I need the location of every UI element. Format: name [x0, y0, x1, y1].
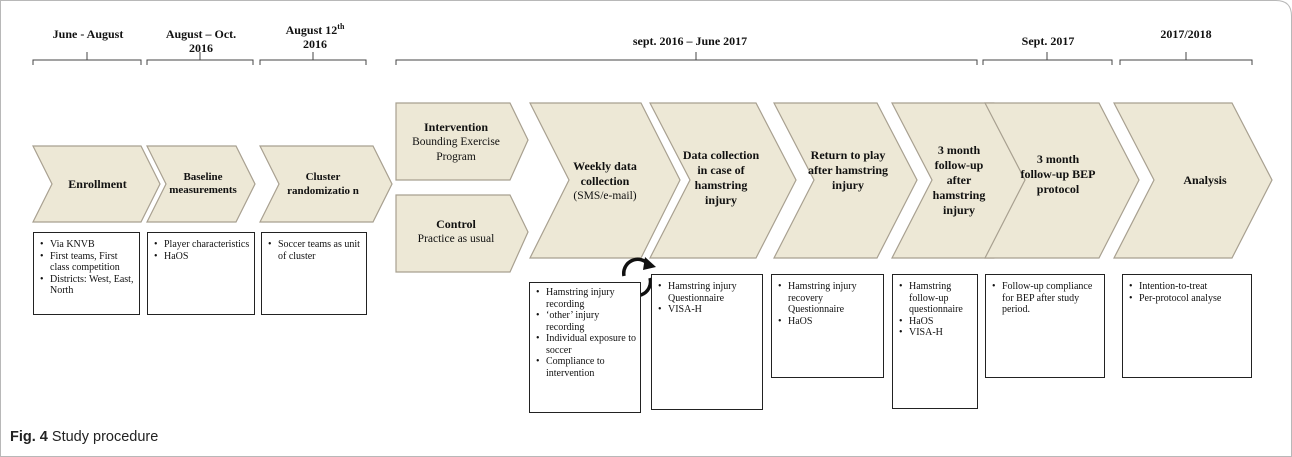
figure-caption: Fig. 4 Study procedure	[10, 429, 158, 445]
list-item: Districts: West, East, North	[40, 274, 135, 297]
list-item: Hamstring follow-up questionnaire	[899, 281, 973, 316]
list-item: VISA-H	[899, 327, 973, 339]
list-item: ‘other’ injury recording	[536, 310, 636, 333]
step-data-collection: Data collection in case of hamstring inj…	[682, 148, 760, 207]
step-analysis: Analysis	[1183, 172, 1227, 187]
caption-label: Fig. 4	[10, 429, 48, 445]
step-3month-bep: 3 month follow-up BEP protocol	[1020, 151, 1096, 196]
step-3month-injury: 3 month follow-up after hamstring injury	[932, 142, 986, 217]
box-data-collection: Hamstring injury Questionnaire VISA-H	[651, 274, 763, 410]
list-item: HaOS	[778, 316, 879, 328]
timeline-brace	[32, 52, 142, 65]
arrow-enrollment	[32, 145, 161, 223]
list-item: Hamstring injury Questionnaire	[658, 281, 758, 304]
timeline-brace	[146, 52, 254, 65]
step-weekly: Weekly data collection (SMS/e-mail)	[573, 158, 637, 202]
timeline-label-4: sept. 2016 – June 2017	[632, 34, 748, 48]
arrow-intervention	[395, 102, 529, 181]
arrow-data-collection	[649, 102, 797, 259]
list-item: Soccer teams as unit of cluster	[268, 239, 362, 262]
box-return: Hamstring injury recovery Questionnaire …	[771, 274, 884, 378]
list-item: HaOS	[154, 251, 250, 263]
list-item: Per-protocol analyse	[1129, 293, 1247, 305]
timeline-brace	[259, 52, 367, 65]
list-item: VISA-H	[658, 304, 758, 316]
step-cluster: Cluster randomizatio n	[287, 171, 359, 197]
list-item: Intention-to-treat	[1129, 281, 1247, 293]
timeline-label-1: June - August	[52, 27, 124, 41]
box-weekly: Hamstring injury recording ‘other’ injur…	[529, 282, 641, 413]
timeline-brace	[982, 52, 1113, 65]
list-item: Hamstring injury recovery Questionnaire	[778, 281, 879, 316]
list-item: HaOS	[899, 316, 973, 328]
arrow-control	[395, 194, 529, 273]
timeline-label-2: August – Oct.2016	[165, 27, 237, 55]
box-baseline: Player characteristics HaOS	[147, 232, 255, 315]
box-3month-injury: Hamstring follow-up questionnaire HaOS V…	[892, 274, 978, 409]
arrow-analysis	[1113, 102, 1273, 259]
arrow-cluster	[259, 145, 393, 223]
step-control: Control Practice as usual	[417, 217, 495, 245]
arrow-3month-bep	[984, 102, 1140, 259]
step-return: Return to play after hamstring injury	[807, 147, 889, 192]
list-item: Player characteristics	[154, 239, 250, 251]
caption-text: Study procedure	[51, 429, 159, 445]
list-item: Compliance to intervention	[536, 356, 636, 379]
list-item: Individual exposure to soccer	[536, 333, 636, 356]
box-cluster: Soccer teams as unit of cluster	[261, 232, 367, 315]
box-analysis: Intention-to-treat Per-protocol analyse	[1122, 274, 1252, 378]
step-baseline: Baseline measurements	[169, 171, 237, 196]
step-enrollment: Enrollment	[68, 176, 127, 191]
list-item: Hamstring injury recording	[536, 287, 636, 310]
box-3month-bep: Follow-up compliance for BEP after study…	[985, 274, 1105, 378]
arrow-baseline	[146, 145, 256, 223]
list-item: Via KNVB	[40, 239, 135, 251]
timeline-brace	[1119, 52, 1253, 65]
box-enrollment: Via KNVB First teams, First class compet…	[33, 232, 140, 315]
timeline-brace	[395, 52, 978, 65]
timeline-label-5: Sept. 2017	[1021, 34, 1075, 48]
timeline-label-6: 2017/2018	[1160, 27, 1212, 41]
step-intervention: Intervention Bounding Exercise Program	[412, 119, 500, 163]
arrow-return	[773, 102, 918, 259]
list-item: First teams, First class competition	[40, 251, 135, 274]
list-item: Follow-up compliance for BEP after study…	[992, 281, 1100, 316]
